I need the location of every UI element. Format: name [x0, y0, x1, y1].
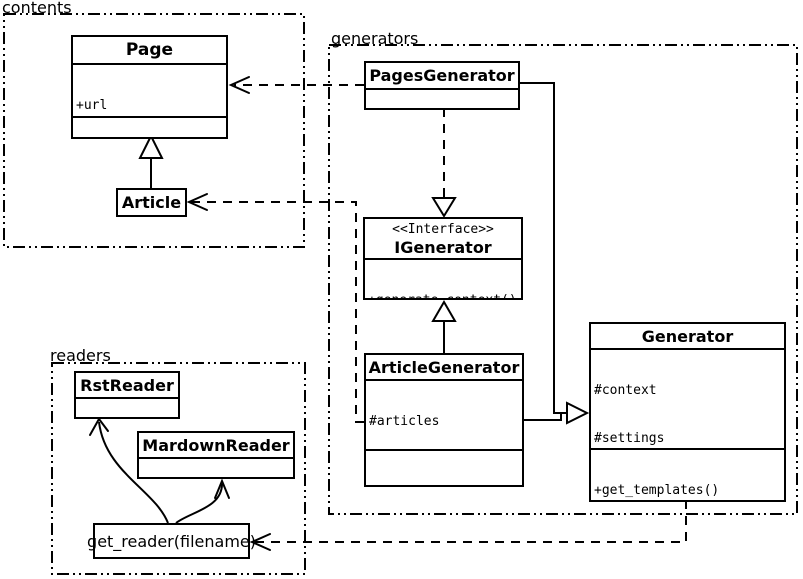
class-article-title: Article	[121, 193, 182, 212]
class-mardownreader: MardownReader +read()	[137, 431, 295, 479]
arrow-getreader-rstreader-arrowhead	[89, 417, 109, 436]
class-generator-title: Generator	[641, 326, 734, 346]
generalization-articlegenerator-igenerator-triangle	[431, 300, 457, 322]
dependency-generator-getreader-arrowhead	[249, 533, 271, 551]
generalization-generator-triangle	[566, 401, 590, 425]
class-articlegenerator: ArticleGenerator #articles #dates #tags …	[364, 353, 524, 487]
attribute: +url	[76, 98, 108, 113]
generalization-articlegenerator-generator-line	[524, 413, 562, 421]
arrow-getreader-mardownreader-line	[175, 483, 223, 524]
class-igenerator: <<Interface>> IGenerator +generate_conte…	[363, 217, 523, 300]
dependency-pagesgenerator-page-arrowhead	[228, 76, 250, 94]
class-page-title: Page	[125, 40, 174, 60]
dependency-generator-getreader-line	[255, 500, 687, 543]
class-igenerator-title: IGenerator	[394, 238, 492, 257]
class-generator-attributes: #context #settings #path #theme #output_…	[591, 348, 784, 448]
class-articlegenerator-title: ArticleGenerator	[368, 357, 520, 377]
generalization-pagesgenerator-generator-line	[520, 82, 567, 414]
class-igenerator-stereotype: <<Interface>>	[392, 222, 494, 237]
contents-package-label: contents	[2, 0, 72, 17]
class-rstreader-title: RstReader	[80, 375, 174, 395]
class-article: Article	[116, 188, 187, 217]
method: +get_templates()	[594, 483, 720, 498]
method: +generate_feeds()	[369, 484, 519, 485]
dependency-articlegenerator-article-arrowhead	[186, 193, 208, 211]
class-articlegenerator-attributes: #articles #dates #tags #categories	[366, 379, 522, 449]
contents-package-border	[3, 13, 305, 248]
class-mardownreader-title: MardownReader	[142, 435, 290, 455]
generators-package-label: generators	[331, 29, 419, 48]
get-reader-label: get_reader(filename)	[87, 531, 256, 551]
class-articlegenerator-methods: +generate_feeds() +generate_pages()	[366, 449, 522, 485]
get-reader-box: get_reader(filename)	[87, 523, 256, 559]
generators-package-border	[328, 44, 798, 515]
method: +generate_context()	[368, 293, 518, 298]
arrow-getreader-mardownreader-arrowhead	[214, 478, 230, 499]
readers-package-label: readers	[50, 346, 111, 365]
class-pagesgenerator: PagesGenerator #pages	[364, 61, 520, 110]
attribute: #articles	[369, 414, 440, 429]
class-mardownreader-methods: +read()	[139, 457, 293, 477]
dependency-articlegenerator-article-line	[191, 201, 364, 423]
class-page: Page +url +slug +summary +check_properti…	[71, 35, 228, 139]
class-rstreader: RstReader +read()	[74, 371, 180, 419]
class-pagesgenerator-title: PagesGenerator	[369, 66, 515, 85]
realization-pagesgenerator-igenerator-triangle	[431, 197, 457, 218]
class-pagesgenerator-attributes: #pages	[366, 88, 518, 108]
readers-package-border	[51, 362, 306, 575]
class-generator-methods: +get_templates() +get_files(path,exclude…	[591, 448, 784, 500]
attribute: #context	[594, 383, 657, 398]
arrow-getreader-rstreader-line	[98, 421, 169, 524]
generalization-article-page-triangle	[138, 133, 164, 159]
class-rstreader-methods: +read()	[76, 397, 178, 417]
class-page-methods: +check_properties()	[73, 116, 226, 137]
class-page-attributes: +url +slug +summary	[73, 63, 226, 116]
class-igenerator-methods: +generate_context() +generate_output()	[365, 258, 521, 298]
attribute: #settings	[594, 431, 665, 446]
class-generator: Generator #context #settings #path #them…	[589, 322, 786, 502]
